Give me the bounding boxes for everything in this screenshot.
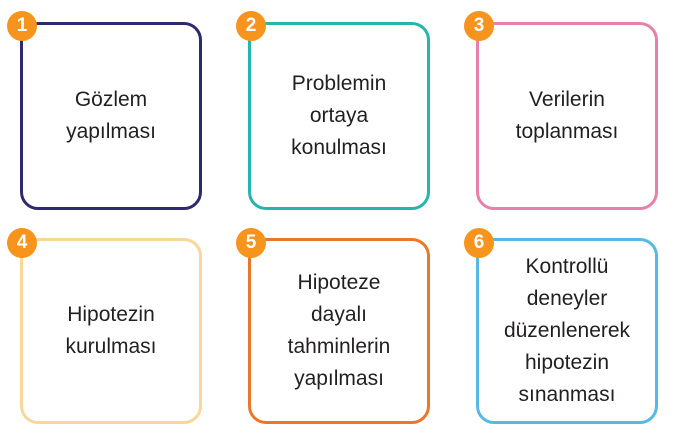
step-card-2: Problemin ortaya konulması xyxy=(248,22,430,210)
step-text: Kontrollü deneyler düzenlenerek hipotezi… xyxy=(503,255,631,406)
step-number-badge-1: 1 xyxy=(7,11,37,41)
step-text: Hipotezin kurulması xyxy=(65,303,157,358)
step-number-badge-5: 5 xyxy=(236,228,266,258)
step-number-badge-3: 3 xyxy=(464,11,494,41)
step-card-5: Hipoteze dayalı tahminlerin yapılması xyxy=(248,238,430,424)
step-text: Gözlem yapılması xyxy=(66,88,156,143)
step-card-4: Hipotezin kurulması xyxy=(20,238,202,424)
step-text: Problemin ortaya konulması xyxy=(291,72,387,159)
step-card-6: Kontrollü deneyler düzenlenerek hipotezi… xyxy=(476,238,658,424)
step-number-badge-2: 2 xyxy=(236,11,266,41)
step-card-3: Verilerin toplanması xyxy=(476,22,658,210)
step-number-badge-4: 4 xyxy=(7,228,37,258)
step-number-badge-6: 6 xyxy=(464,228,494,258)
step-text: Verilerin toplanması xyxy=(515,88,619,143)
step-text: Hipoteze dayalı tahminlerin yapılması xyxy=(287,271,391,390)
step-card-1: Gözlem yapılması xyxy=(20,22,202,210)
